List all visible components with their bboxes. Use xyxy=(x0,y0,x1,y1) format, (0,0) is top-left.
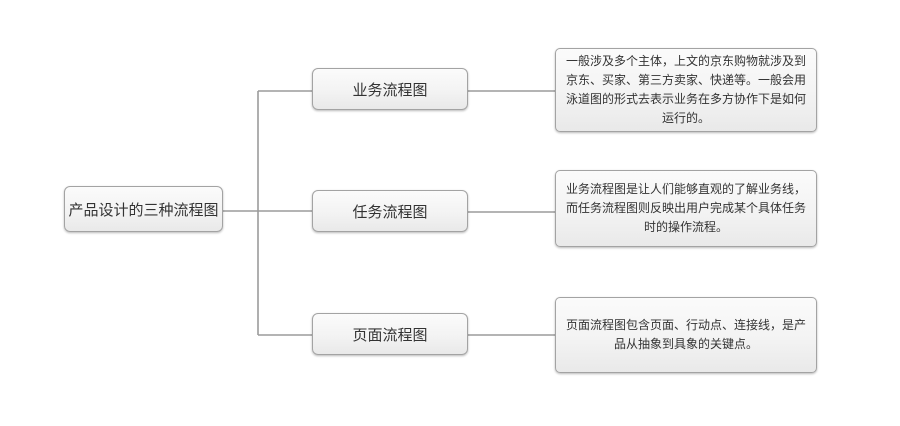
branch-node-label: 页面流程图 xyxy=(352,326,428,344)
description-node-task-flowchart[interactable]: 业务流程图是让人们能够直观的了解业务线，而任务流程图则反映出用户完成某个具体任务… xyxy=(555,170,817,247)
branch-node-label: 任务流程图 xyxy=(352,203,428,221)
description-node-page-flowchart[interactable]: 页面流程图包含页面、行动点、连接线，是产品从抽象到具象的关键点。 xyxy=(555,297,817,373)
branch-node-task-flowchart[interactable]: 任务流程图 xyxy=(312,190,468,232)
branch-node-page-flowchart[interactable]: 页面流程图 xyxy=(312,313,468,355)
description-node-business-flowchart[interactable]: 一般涉及多个主体，上文的京东购物就涉及到京东、买家、第三方卖家、快递等。一般会用… xyxy=(555,48,817,132)
description-text: 页面流程图包含页面、行动点、连接线，是产品从抽象到具象的关键点。 xyxy=(565,318,806,351)
branch-node-business-flowchart[interactable]: 业务流程图 xyxy=(312,68,468,110)
root-node-label: 产品设计的三种流程图 xyxy=(68,201,219,219)
root-node[interactable]: 产品设计的三种流程图 xyxy=(64,186,223,232)
branch-node-label: 业务流程图 xyxy=(352,81,428,99)
description-text: 业务流程图是让人们能够直观的了解业务线，而任务流程图则反映出用户完成某个具体任务… xyxy=(565,182,806,234)
description-text: 一般涉及多个主体，上文的京东购物就涉及到京东、买家、第三方卖家、快递等。一般会用… xyxy=(565,54,806,125)
